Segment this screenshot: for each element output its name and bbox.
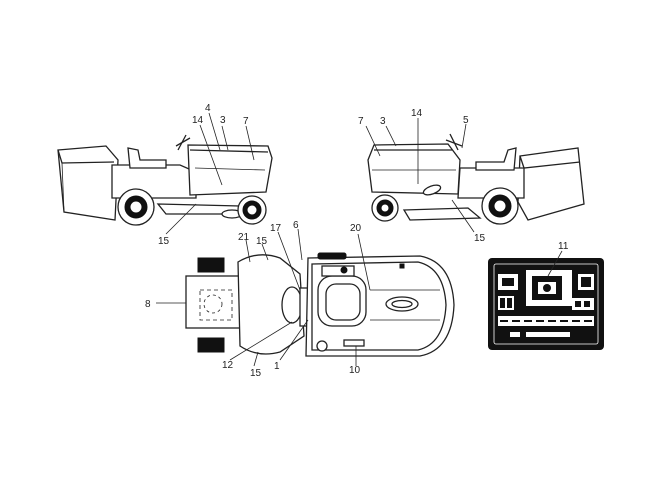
callout-12: 12 bbox=[222, 360, 234, 371]
callout-15-right-side: 15 bbox=[474, 233, 486, 244]
tractor-right-side-view bbox=[367, 133, 585, 225]
callout-labels: 1 3 3 4 5 6 7 7 8 10 11 12 14 14 15 15 1… bbox=[145, 103, 569, 379]
callout-14-right: 14 bbox=[411, 108, 423, 119]
tractor-top-view bbox=[185, 252, 455, 357]
callout-17: 17 bbox=[270, 223, 282, 234]
control-panel-decal bbox=[488, 258, 604, 350]
callout-5: 5 bbox=[463, 115, 469, 126]
callout-4: 4 bbox=[205, 103, 211, 114]
callout-21: 21 bbox=[238, 232, 250, 243]
tractor-left-side-view bbox=[57, 134, 273, 226]
callout-7-right: 7 bbox=[358, 116, 364, 127]
callout-15-top: 15 bbox=[256, 236, 268, 247]
callout-7-left: 7 bbox=[243, 116, 249, 127]
callout-3-left: 3 bbox=[220, 115, 226, 126]
leader-lines bbox=[156, 112, 563, 367]
callout-14-left: 14 bbox=[192, 115, 204, 126]
callout-15-bottom: 15 bbox=[250, 368, 262, 379]
callout-1: 1 bbox=[274, 361, 280, 372]
callout-8: 8 bbox=[145, 299, 151, 310]
callout-10: 10 bbox=[349, 365, 361, 376]
callout-15-left-side: 15 bbox=[158, 236, 170, 247]
callout-11: 11 bbox=[558, 241, 569, 252]
callout-20: 20 bbox=[350, 223, 362, 234]
callout-6: 6 bbox=[293, 220, 299, 231]
callout-3-right: 3 bbox=[380, 116, 386, 127]
